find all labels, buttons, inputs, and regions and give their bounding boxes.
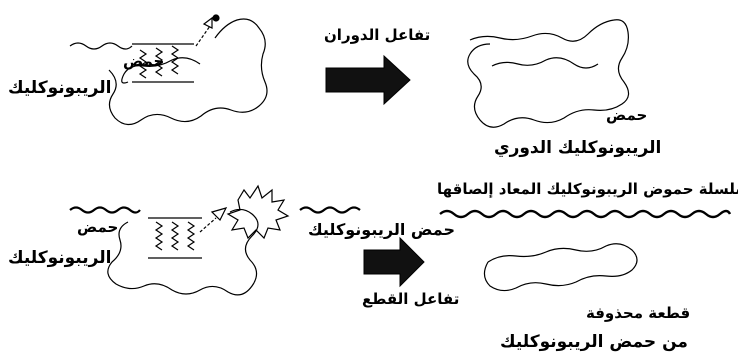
stem-spring-top-2 bbox=[154, 47, 164, 77]
terminal-dot-top bbox=[212, 14, 220, 22]
circular-rna-product bbox=[467, 19, 630, 128]
stem-spring-top-1 bbox=[138, 49, 148, 79]
attack-arrowhead-top bbox=[202, 16, 213, 29]
top-rna-label-line1: حمض bbox=[123, 52, 165, 70]
stem-spring-bottom-3 bbox=[186, 221, 196, 251]
top-reaction-label: تفاعل الدوران bbox=[324, 26, 431, 44]
reaction-arrow-bottom bbox=[363, 236, 425, 288]
reaction-arrow-top bbox=[325, 54, 411, 106]
top-product-label-line2: الريبونوكليك الدوري bbox=[494, 138, 662, 158]
stem-spring-bottom-2 bbox=[170, 221, 180, 251]
top-reaction-group bbox=[69, 14, 630, 128]
deleted-rna-fragment bbox=[483, 243, 638, 292]
stem-spring-bottom-1 bbox=[154, 221, 164, 251]
bottom-rna-chain-label: حمض الريبونوكليك bbox=[308, 220, 455, 239]
stem-frame-bottom bbox=[148, 217, 202, 259]
bottom-reaction-label: تفاعل القطع bbox=[362, 290, 460, 308]
deleted-fragment-label-line2: من حمض الريبونوكليك bbox=[500, 332, 688, 352]
rna-loop-outline-bottom bbox=[107, 208, 259, 296]
rna-chain-left bbox=[69, 206, 141, 214]
religated-rna-chain bbox=[439, 209, 732, 219]
bottom-rna-label-line2: الريبونوكليك bbox=[8, 248, 112, 268]
attack-arrow-bottom bbox=[199, 217, 217, 233]
bottom-rna-label-line1: حمض bbox=[77, 218, 119, 236]
stem-frame-top bbox=[132, 43, 194, 83]
religated-chain-label: سلسلة حموض الريبونوكليك المعاد إلصاقها bbox=[437, 180, 738, 198]
bottom-reaction-group bbox=[69, 184, 732, 296]
rna-loop-outline-top bbox=[69, 18, 268, 126]
stem-spring-top-3 bbox=[170, 45, 180, 75]
top-product-label-line1: حمض bbox=[606, 106, 648, 124]
rna-chain-right bbox=[299, 206, 361, 214]
deleted-fragment-label-line1: قطعة محذوفة bbox=[586, 304, 691, 322]
top-rna-label-line2: الريبونوكليك bbox=[8, 78, 112, 98]
spiky-fragment bbox=[226, 184, 290, 240]
attack-arrowhead-bottom bbox=[210, 207, 228, 222]
attack-arrow-top bbox=[195, 25, 211, 47]
